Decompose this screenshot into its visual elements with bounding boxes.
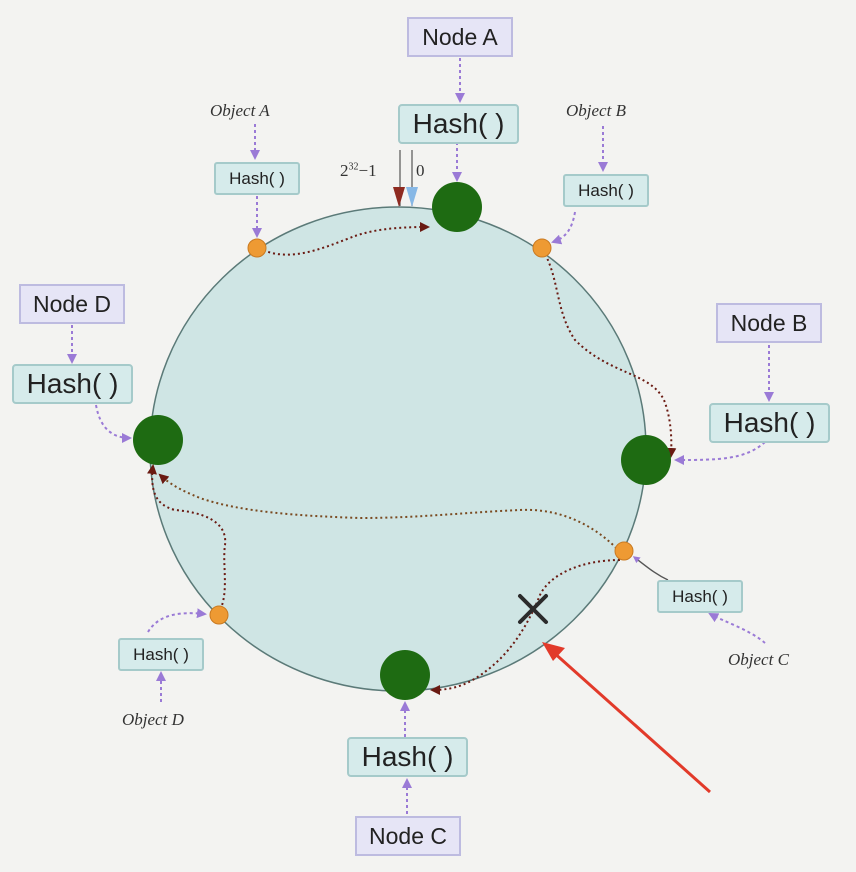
ring-max-label: 232−1 — [340, 161, 377, 180]
route-object-c-reassigned — [158, 473, 621, 553]
ring-max-marker — [393, 187, 405, 207]
node-c-hash-box: Hash( ) — [347, 737, 468, 777]
object-c-hash-box: Hash( ) — [657, 580, 743, 613]
node-d-circle — [133, 415, 183, 465]
object-a-dot — [247, 238, 267, 258]
connector-object-b-hash — [551, 211, 576, 245]
node-c-circle — [380, 650, 430, 700]
connector-object-c-hash — [632, 556, 669, 581]
object-c-dot — [614, 541, 634, 561]
node-a-circle — [432, 182, 482, 232]
node-a-hash-box: Hash( ) — [398, 104, 519, 144]
route-object-b — [542, 249, 677, 458]
node-d-hash-box: Hash( ) — [12, 364, 133, 404]
cross-icon — [518, 594, 548, 624]
node-a-label: Node A — [407, 17, 513, 57]
object-connectors — [147, 124, 766, 702]
object-d-dot — [209, 605, 229, 625]
connector-hash-b — [674, 441, 766, 465]
node-b-circle — [621, 435, 671, 485]
node-connectors — [67, 58, 774, 814]
object-d-hash-box: Hash( ) — [118, 638, 204, 671]
ring-min-label: 0 — [416, 161, 425, 180]
connector-hash-d — [95, 404, 132, 443]
object-a-label: Object A — [210, 101, 270, 120]
object-c-label: Object C — [728, 650, 789, 669]
node-d-label: Node D — [19, 284, 125, 324]
connector-object-d-hash — [147, 608, 207, 633]
route-object-c-to-c — [430, 559, 621, 695]
object-routes — [147, 222, 677, 695]
node-c-label: Node C — [355, 816, 461, 856]
node-b-label: Node B — [716, 303, 822, 343]
object-b-label: Object B — [566, 101, 626, 120]
object-b-dot — [532, 238, 552, 258]
red-arrow-icon — [542, 642, 711, 794]
object-a-hash-box: Hash( ) — [214, 162, 300, 195]
object-d-label: Object D — [122, 710, 184, 729]
node-b-hash-box: Hash( ) — [709, 403, 830, 443]
connector-object-c — [708, 613, 766, 644]
object-b-hash-box: Hash( ) — [563, 174, 649, 207]
ring-zero-marker — [406, 187, 418, 207]
